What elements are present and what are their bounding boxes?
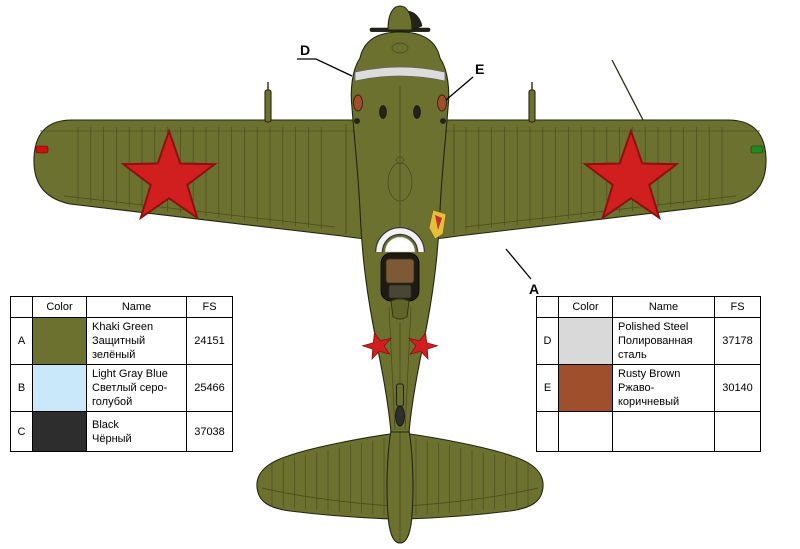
header-fs: FS — [186, 296, 233, 318]
exhaust-port-right — [437, 94, 447, 112]
cowl-vent-right — [440, 118, 446, 124]
cockpit-interior-panel — [385, 258, 415, 284]
wing-ribs-right — [465, 127, 723, 231]
table-header-row: Color Name FS — [536, 296, 761, 318]
table-header-row: Color Name FS — [10, 296, 233, 318]
row-letter: B — [10, 364, 33, 412]
color-table-right: Color Name FS D Polished Steel Полирован… — [536, 296, 761, 452]
carburetor-intake — [391, 42, 409, 54]
elevator-hinge-right — [407, 487, 539, 507]
stabilizer-left — [256, 432, 398, 520]
color-swatch — [32, 411, 87, 452]
color-table-left: Color Name FS A Khaki Green Защитный зел… — [10, 296, 233, 452]
color-name: Black Чёрный — [86, 411, 187, 452]
turtledeck-line-right — [404, 306, 412, 431]
aileron-hinge-left — [63, 195, 336, 228]
tail-wheel — [395, 405, 405, 427]
elevator-hinge-left — [261, 487, 393, 507]
wingtip-light-left — [35, 145, 49, 154]
callout-a: A — [529, 281, 539, 297]
wingtip-light-right — [750, 145, 764, 154]
color-name-ru: Светлый серо-голубой — [92, 382, 168, 408]
stabilizer-right — [402, 432, 544, 520]
gun-trough-left — [379, 105, 387, 119]
fs-code: 25466 — [186, 364, 233, 412]
color-name-en: Polished Steel — [618, 321, 689, 333]
fuselage-emblem — [428, 209, 447, 240]
callout-d: D — [300, 42, 310, 58]
header-name: Name — [86, 296, 187, 318]
stabilizer-ribs-left — [271, 438, 385, 516]
color-name-ru: Чёрный — [92, 432, 132, 445]
row-letter: C — [10, 411, 33, 452]
fs-code — [714, 411, 761, 452]
table-row-d: D Polished Steel Полированная сталь 3717… — [536, 317, 761, 365]
fs-code: 37178 — [714, 317, 761, 365]
headrest-fairing — [390, 298, 410, 320]
fittings — [264, 59, 644, 123]
wing-ribs-left — [77, 127, 322, 230]
header-letter — [10, 296, 33, 318]
color-name: Khaki Green Защитный зелёный — [86, 317, 187, 365]
color-name — [612, 411, 715, 452]
color-swatch — [558, 364, 613, 412]
table-row-a: A Khaki Green Защитный зелёный 24151 — [10, 317, 233, 365]
row-letter: E — [536, 364, 559, 412]
exhaust-port-left — [353, 94, 363, 112]
antenna-wire — [611, 59, 644, 121]
turtledeck-line-left — [388, 306, 396, 431]
tail-surfaces — [256, 429, 544, 544]
windscreen-frame-steel — [376, 228, 424, 253]
fuselage — [350, 5, 450, 433]
header-letter — [536, 296, 559, 318]
table-row-c: C Black Чёрный 37038 — [10, 411, 233, 452]
header-fs: FS — [714, 296, 761, 318]
gun-fairing-right — [528, 89, 536, 123]
callout-e: E — [475, 61, 484, 77]
callout-d-leader — [297, 58, 353, 77]
callout-e-leader — [445, 76, 474, 101]
propeller-spinner — [387, 5, 413, 31]
header-color: Color — [32, 296, 87, 318]
row-letter: D — [536, 317, 559, 365]
fuel-hatch — [387, 162, 413, 202]
fs-code: 37038 — [186, 411, 233, 452]
color-name-en: Light Gray Blue — [92, 368, 168, 380]
aileron-hinge-right — [464, 195, 737, 228]
fuel-filler-cap — [396, 156, 404, 164]
color-swatch — [32, 364, 87, 412]
color-name-en: Khaki Green — [92, 321, 154, 333]
header-name: Name — [612, 296, 715, 318]
color-name-ru: Защитный зелёный — [92, 335, 146, 361]
pilot-seat — [388, 284, 412, 299]
row-letter — [536, 411, 559, 452]
stabilizer-ribs-right — [415, 438, 529, 516]
callouts: D E A — [297, 42, 539, 297]
header-color: Color — [558, 296, 613, 318]
color-name-ru: Ржаво-коричневый — [618, 382, 680, 408]
callout-a-leader — [505, 248, 532, 280]
fs-code: 30140 — [714, 364, 761, 412]
windscreen-glass — [384, 236, 416, 253]
cowl-vent-left — [354, 118, 360, 124]
color-swatch — [32, 317, 87, 365]
color-name: Polished Steel Полированная сталь — [612, 317, 715, 365]
color-name: Light Gray Blue Светлый серо-голубой — [86, 364, 187, 412]
color-swatch — [558, 317, 613, 365]
polished-steel-cowl-band — [354, 66, 446, 82]
table-row-e: E Rusty Brown Ржаво-коричневый 30140 — [536, 364, 761, 412]
table-row-b: B Light Gray Blue Светлый серо-голубой 2… — [10, 364, 233, 412]
row-letter: A — [10, 317, 33, 365]
color-name-ru: Полированная сталь — [618, 335, 693, 361]
gun-trough-right — [413, 105, 421, 119]
color-name-en: Rusty Brown — [618, 368, 681, 380]
gun-fairing-left — [264, 89, 272, 123]
color-name-en: Black — [92, 418, 119, 431]
table-row-empty — [536, 411, 761, 452]
tailwheel-strut — [395, 383, 405, 407]
color-swatch — [558, 411, 613, 452]
fs-code: 24151 — [186, 317, 233, 365]
color-name: Rusty Brown Ржаво-коричневый — [612, 364, 715, 412]
